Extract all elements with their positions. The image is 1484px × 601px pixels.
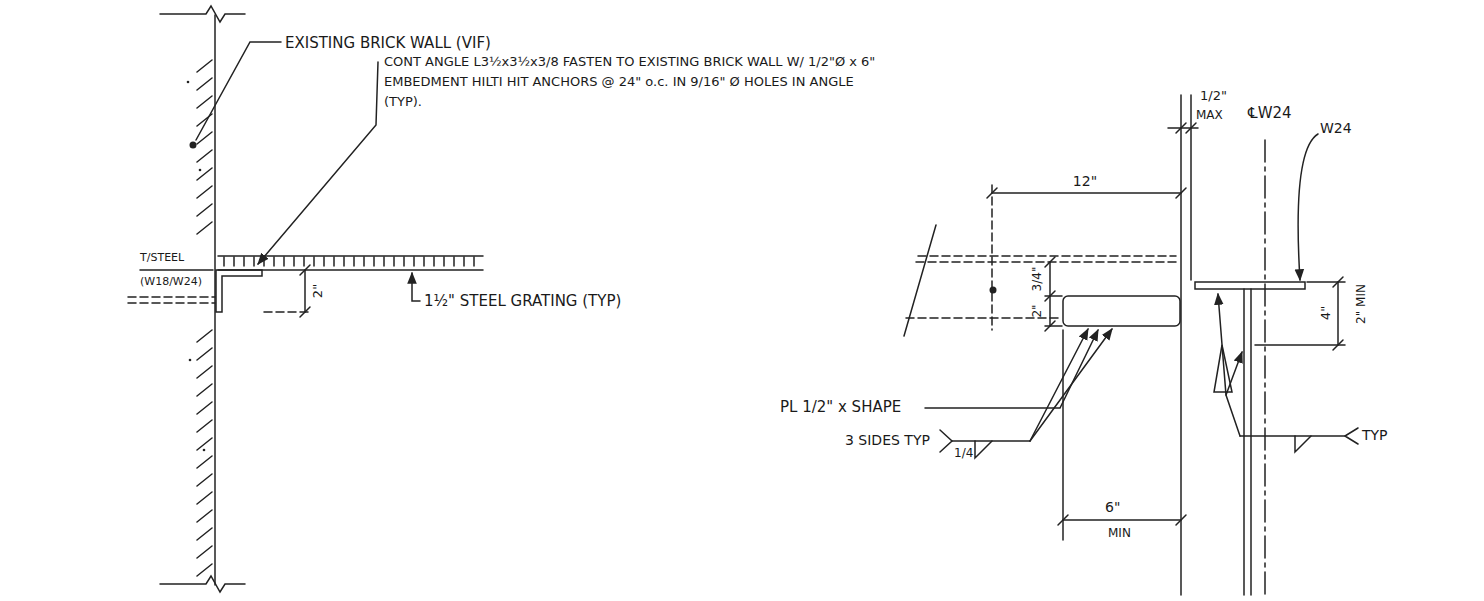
dimension-text: 4" — [1318, 306, 1334, 320]
weld-symbol — [940, 430, 952, 452]
dimension-lines — [987, 123, 1345, 540]
shape-plate — [1063, 296, 1180, 326]
brick-wall — [160, 6, 245, 592]
dimension-lines — [992, 192, 1181, 194]
weld-symbol — [1240, 435, 1345, 437]
steel-grating — [224, 257, 474, 266]
dimension-text: 3/4" — [1030, 267, 1044, 292]
w24-beam — [1250, 289, 1252, 595]
brick-wall — [203, 449, 206, 452]
dimension-text: 1/2" — [1200, 88, 1227, 104]
dimension-text: 6" — [1105, 499, 1120, 516]
weld-symbol — [1345, 428, 1358, 444]
dimension-text: MAX — [1196, 108, 1223, 122]
dimension-lines — [1058, 515, 1186, 525]
callout-note: PL 1/2" x SHAPE — [780, 398, 901, 416]
dimension-lines — [304, 270, 306, 312]
brick-wall — [160, 6, 245, 22]
dimension-lines — [300, 265, 310, 317]
top-of-steel-line — [140, 269, 213, 271]
grating-section — [904, 225, 936, 336]
dimension-lines — [1045, 257, 1055, 331]
steel-grating — [218, 255, 483, 257]
shape-plate — [1063, 296, 1180, 326]
dimension-text: 2" MIN — [1354, 284, 1368, 324]
dimension-lines — [1049, 262, 1051, 326]
dimension-lines — [1337, 282, 1339, 345]
dimension-text: MIN — [1108, 526, 1131, 540]
brick-wall — [187, 81, 190, 84]
callout-note: 1½" STEEL GRATING (TYP) — [424, 292, 621, 310]
steel-grating — [218, 269, 483, 271]
callout-note: EXISTING BRICK WALL (VIF) — [285, 34, 491, 52]
dimension-text: 2" — [1030, 304, 1044, 317]
w24-beam — [1264, 140, 1266, 595]
steel-angle — [128, 296, 215, 298]
brick-wall — [190, 142, 197, 149]
callout-note: CONT ANGLE L3½x3½x3/8 FASTEN TO EXISTING… — [384, 52, 884, 112]
grating-section — [916, 261, 1176, 263]
top-of-steel-line — [140, 270, 213, 271]
centerline-label: ℄W24 — [1248, 104, 1292, 122]
dimension-lines — [1333, 277, 1343, 350]
dimension-lines — [1255, 344, 1345, 346]
leader-lines — [1298, 134, 1318, 280]
w24-beam — [1195, 282, 1305, 289]
dimension-lines — [1062, 330, 1064, 540]
brick-wall — [197, 60, 212, 576]
weld-size: 1/4 — [954, 446, 973, 460]
dimension-lines — [1063, 519, 1181, 521]
grating-section — [918, 255, 1176, 257]
dimension-lines — [1176, 123, 1196, 133]
leader-lines — [412, 273, 420, 301]
weld-symbol — [1214, 345, 1232, 392]
w24-beam — [1190, 95, 1192, 280]
dimension-lines — [1168, 127, 1198, 129]
leader-lines — [196, 42, 281, 140]
weld-symbol — [1030, 329, 1088, 441]
leader-lines — [925, 134, 1318, 408]
weld-symbol — [1295, 436, 1311, 452]
brick-wall — [160, 576, 245, 592]
dimension-lines — [1045, 295, 1062, 297]
elevation-label: T/STEEL (W18/W24) — [140, 246, 212, 294]
w24-beam — [1243, 289, 1245, 595]
dimension-text: 12" — [1073, 173, 1097, 190]
dimension-lines — [987, 188, 1186, 198]
steel-grating — [218, 256, 483, 270]
steel-angle — [216, 270, 262, 312]
grating-section — [904, 185, 1176, 336]
leader-lines — [258, 62, 378, 264]
leader-lines — [925, 330, 1098, 408]
brick-wall — [189, 359, 192, 362]
steel-angle — [128, 302, 215, 304]
weld-note: TYP — [1362, 427, 1388, 444]
weld-symbol — [975, 441, 992, 458]
dimension-lines — [264, 265, 312, 317]
grating-section — [991, 185, 993, 330]
member-label: W24 — [1320, 120, 1352, 137]
dimension-text: 2" — [310, 284, 326, 298]
brick-wall — [199, 169, 202, 172]
weld-symbol — [1030, 329, 1112, 441]
grating-section — [990, 287, 997, 294]
dimension-lines — [1045, 325, 1062, 327]
weld-symbol — [940, 294, 1358, 458]
weld-note: 3 SIDES TYP — [845, 432, 930, 449]
